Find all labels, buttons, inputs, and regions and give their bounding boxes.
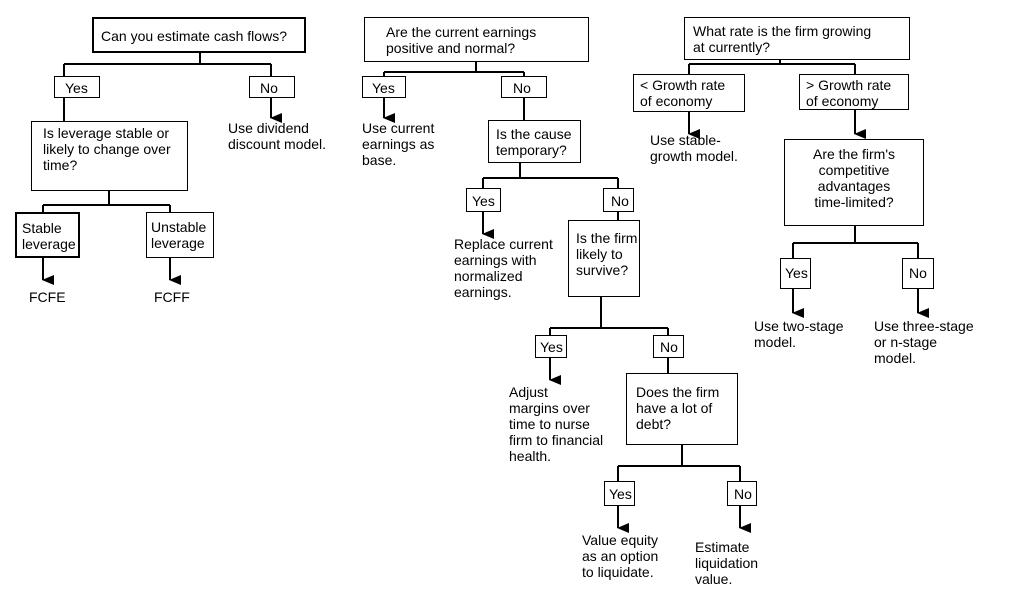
label-yes-cash-flows: Yes bbox=[54, 76, 100, 98]
label-no-cash-flows: No bbox=[249, 76, 295, 98]
result-use-current-earnings: Use current earnings as base. bbox=[362, 120, 435, 168]
label-yes-advantages: Yes bbox=[780, 258, 811, 289]
question-firm-survive: Is the firm likely to survive? bbox=[568, 220, 640, 297]
result-dividend-discount-model: Use dividend discount model. bbox=[228, 120, 327, 152]
result-three-stage-model: Use three-stage or n-stage model. bbox=[874, 318, 974, 366]
label-no-advantages: No bbox=[902, 258, 934, 289]
question-current-earnings: Are the current earnings positive and no… bbox=[364, 17, 589, 62]
question-competitive-advantages: Are the firm's competitive advantages ti… bbox=[784, 139, 924, 226]
label-no-earnings: No bbox=[501, 76, 547, 98]
result-replace-earnings: Replace current earnings with normalized… bbox=[454, 236, 553, 300]
question-lot-of-debt: Does the firm have a lot of debt? bbox=[626, 373, 738, 445]
result-fcfe: FCFE bbox=[29, 289, 66, 305]
result-fcff: FCFF bbox=[154, 289, 190, 305]
box-less-than-economy: < Growth rate of economy bbox=[633, 74, 745, 112]
question-growth-rate: What rate is the firm growing at current… bbox=[684, 17, 910, 60]
result-two-stage-model: Use two-stage model. bbox=[754, 318, 844, 350]
question-leverage-stable: Is leverage stable or likely to change o… bbox=[31, 121, 188, 191]
label-no-debt: No bbox=[727, 481, 757, 506]
result-value-equity-option: Value equity as an option to liquidate. bbox=[582, 532, 659, 580]
result-adjust-margins: Adjust margins over time to nurse firm t… bbox=[509, 384, 604, 464]
label-yes-survive: Yes bbox=[535, 335, 567, 358]
label-yes-debt: Yes bbox=[604, 481, 635, 506]
box-greater-than-economy: > Growth rate of economy bbox=[799, 74, 909, 110]
result-liquidation-value: Estimate liquidation value. bbox=[695, 539, 759, 587]
result-stable-growth-model: Use stable- growth model. bbox=[650, 132, 738, 164]
label-yes-cause: Yes bbox=[466, 188, 501, 212]
label-yes-earnings: Yes bbox=[362, 76, 406, 98]
box-stable-leverage: Stable leverage bbox=[15, 212, 80, 258]
question-estimate-cash-flows: Can you estimate cash flows? bbox=[92, 17, 306, 53]
label-no-survive: No bbox=[653, 335, 684, 358]
question-cause-temporary: Is the cause temporary? bbox=[488, 120, 581, 163]
box-unstable-leverage: Unstable leverage bbox=[146, 212, 214, 258]
label-no-cause: No bbox=[603, 188, 634, 212]
